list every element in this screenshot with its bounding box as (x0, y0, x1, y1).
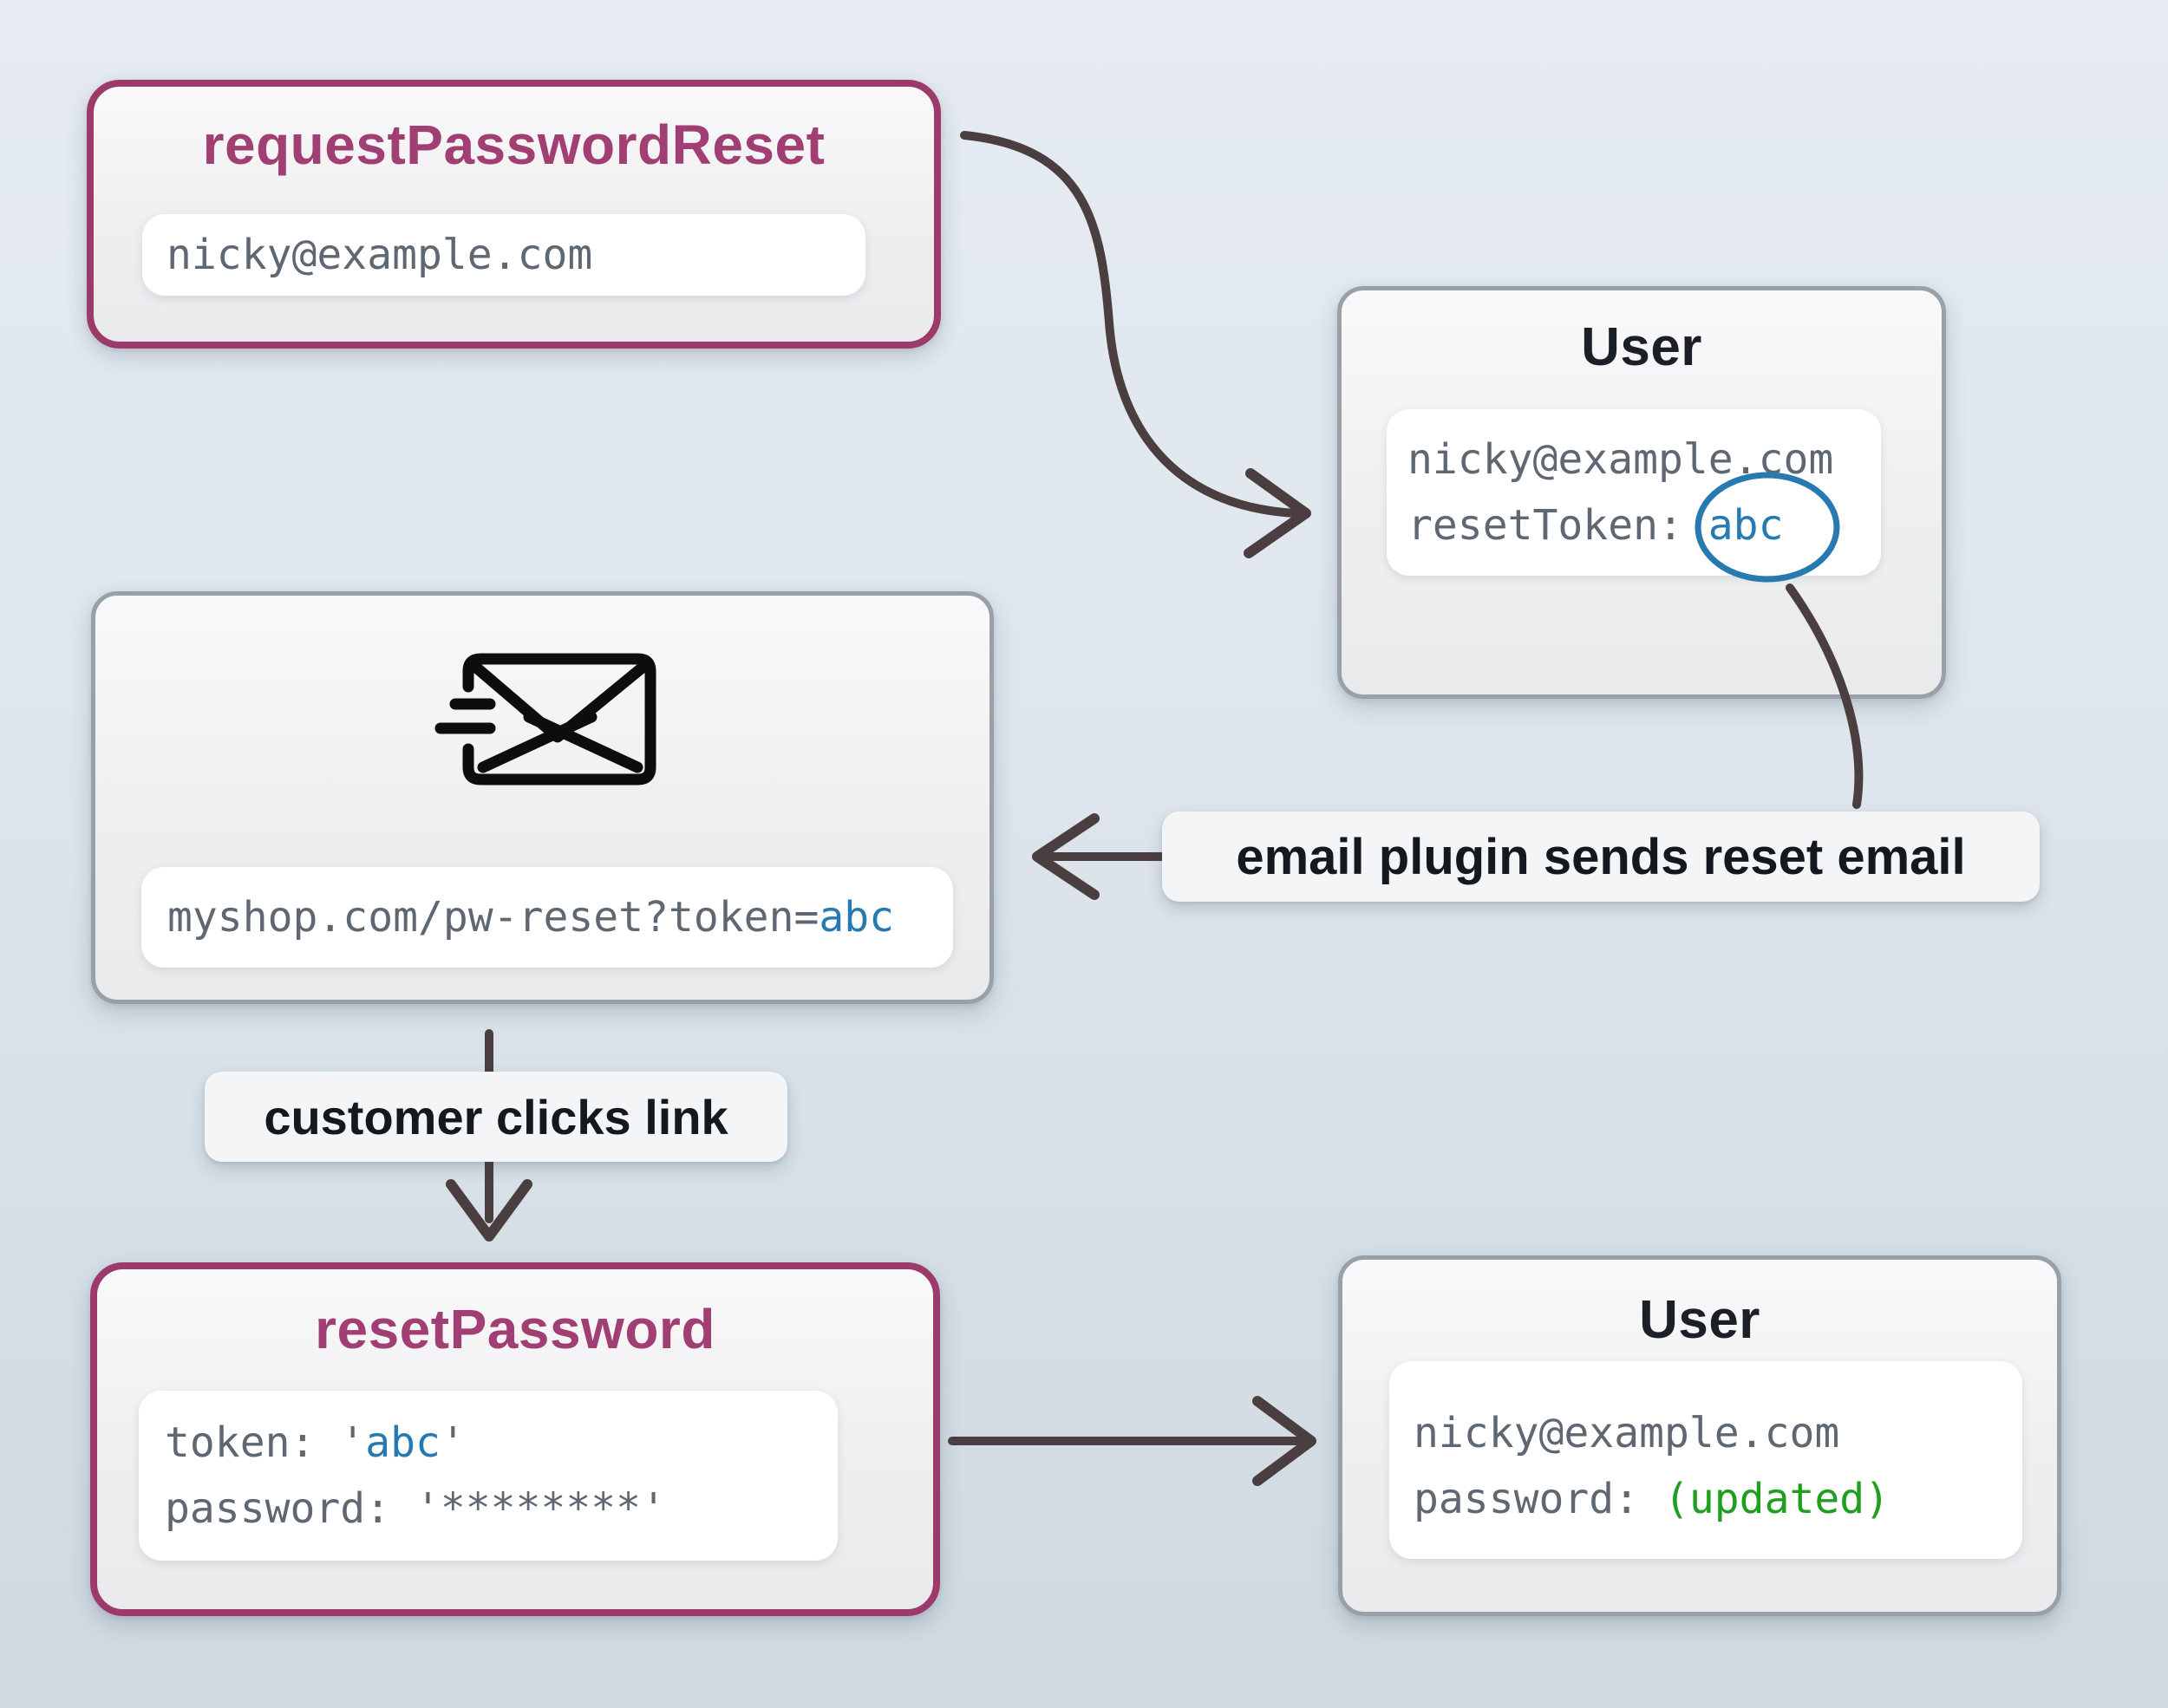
password-updated-value: (updated) (1663, 1475, 1890, 1523)
request-password-reset-card: requestPasswordReset nicky@example.com (87, 80, 941, 349)
arrow-request-to-user (960, 131, 1311, 558)
reset-url-prefix: myshop.com/pw-reset?token= (167, 893, 820, 942)
annotation-customer-clicks: customer clicks link (205, 1072, 787, 1162)
user-top-reset-token-line: resetToken: abc (1407, 505, 1881, 546)
request-password-reset-title: requestPasswordReset (202, 114, 826, 176)
user-record-top-title: User (1581, 317, 1702, 377)
user-record-bottom-card: User nicky@example.com password: (update… (1338, 1255, 2061, 1616)
reset-password-fields: token: 'abc' password: '********' (139, 1391, 838, 1561)
user-top-email: nicky@example.com (1407, 435, 1834, 484)
reset-url-field: myshop.com/pw-reset?token=abc (141, 867, 953, 968)
email-input-value: nicky@example.com (167, 231, 593, 279)
password-line: password: '********' (165, 1484, 666, 1533)
arrow-label-to-email-card (1032, 813, 1177, 900)
fast-email-icon (434, 653, 656, 786)
user-record-bottom-fields: nicky@example.com password: (updated) (1389, 1361, 2022, 1559)
password-label: password: (1414, 1475, 1664, 1523)
reset-url-token: abc (819, 893, 895, 942)
reset-password-card: resetPassword token: 'abc' password: '**… (90, 1262, 940, 1616)
email-input-field: nicky@example.com (142, 214, 865, 296)
user-bottom-password-line: password: (updated) (1414, 1478, 2022, 1520)
user-bottom-email: nicky@example.com (1414, 1409, 1840, 1457)
reset-url: myshop.com/pw-reset?token=abc (167, 896, 953, 938)
token-value: abc (365, 1418, 441, 1467)
token-suffix: ' (440, 1418, 466, 1467)
reset-password-title: resetPassword (315, 1298, 715, 1360)
reset-email-card: myshop.com/pw-reset?token=abc (91, 591, 994, 1004)
user-record-top-card: User nicky@example.com resetToken: abc (1337, 286, 1946, 699)
reset-token-value: abc (1708, 501, 1784, 550)
reset-token-label: resetToken: (1407, 501, 1708, 550)
user-record-bottom-title: User (1639, 1290, 1760, 1350)
arrow-reset-to-user (948, 1396, 1316, 1486)
user-record-top-fields: nicky@example.com resetToken: abc (1387, 409, 1881, 576)
annotation-email-plugin: email plugin sends reset email (1162, 812, 2040, 902)
token-prefix: token: ' (165, 1418, 366, 1467)
token-line: token: 'abc' (165, 1422, 838, 1464)
